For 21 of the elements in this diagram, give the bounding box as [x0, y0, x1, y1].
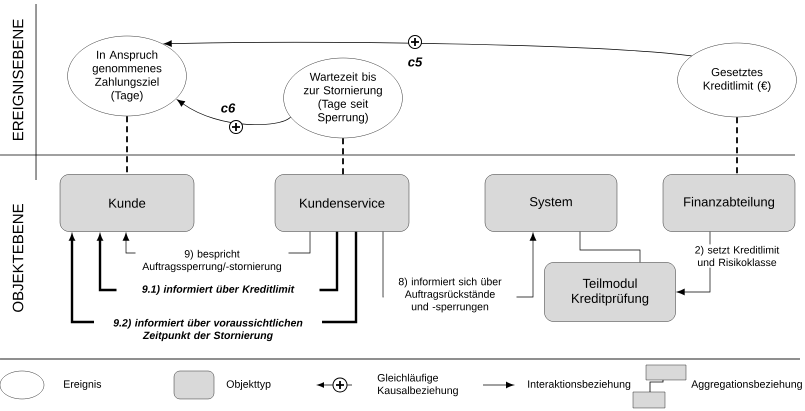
legend-text: Aggregationsbeziehung — [691, 380, 802, 390]
level-label: OBJEKTEBENE — [12, 204, 24, 312]
arrow — [164, 35, 692, 56]
edge-label: 9.2) informiert über voraussichtlichen Zeitpunkt der Stornierung — [94, 317, 322, 343]
edge-label: 9.1) informiert über Kreditlimit — [116, 284, 320, 296]
legend-text: Ereignis — [64, 380, 102, 390]
object-box: System — [484, 174, 618, 232]
object-box: Teilmodul Kreditprüfung — [544, 262, 676, 322]
legend-text: Gleichläufige Kausalbeziehung — [378, 374, 458, 396]
edge-label: 8) informiert sich über Auftragsrückstände und -sperrungen — [384, 276, 516, 314]
object-box: Kunde — [60, 174, 194, 232]
object-box: Kundenservice — [274, 174, 410, 232]
edge-label: c6 — [219, 102, 237, 114]
legend-text: Interaktionsbeziehung — [528, 380, 630, 390]
edge-label: 9) bespricht Auftragssperrung/-stornierung — [136, 248, 288, 274]
arrow — [176, 99, 291, 134]
level-label: EREIGNISEBENE — [12, 19, 24, 140]
edge-label: 2) setzt Kreditlimit und Risikoklasse — [686, 244, 788, 268]
edge-label: c5 — [406, 56, 424, 68]
legend-text: Objekttyp — [226, 380, 271, 390]
object-box: Finanzabteilung — [662, 174, 796, 232]
